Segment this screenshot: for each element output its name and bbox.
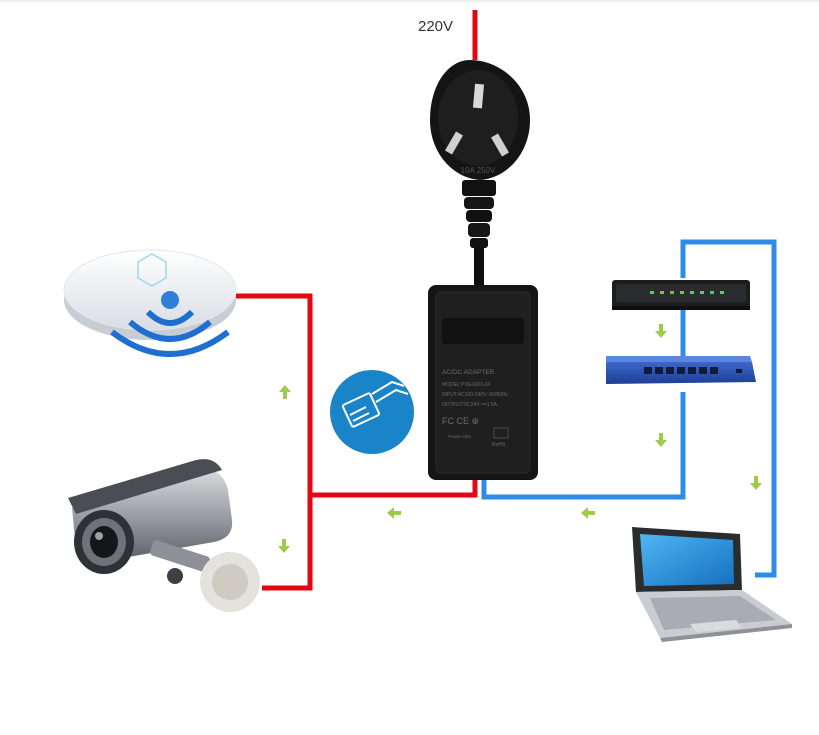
router-icon [612,280,750,310]
flow-arrow-down-icon [750,476,762,490]
flow-arrow-left-icon [581,507,595,519]
flow-arrow-down-icon [655,324,667,338]
network-switch-icon [606,356,756,384]
adapter-cert-marks: FC CE ⊕ [442,416,479,426]
top-border [0,0,819,2]
wireless-access-point-icon [63,249,237,357]
data-line-to-laptop [680,239,777,578]
adapter-rohs: RoHS [492,442,506,448]
adapter-output-spec: OUTPUT:DC24V ==1.5A [442,402,498,408]
adapter-input-spec: INPUT:AC100-240V~50/60Hz [442,392,509,398]
flow-arrow-down-icon [655,433,667,447]
flow-arrow-down-icon [278,539,290,553]
laptop-icon [632,527,792,642]
ethernet-connector-icon [330,370,414,454]
security-camera-icon [68,459,260,612]
adapter-model: MODEL:POE1603-24 [442,382,490,388]
flow-arrow-up-icon [279,385,291,399]
poe-adapter: AC/DC ADAPTER MODEL:POE1603-24 INPUT:AC1… [428,285,538,480]
data-line-from-switch [481,392,686,500]
adapter-title: AC/DC ADAPTER [442,369,495,376]
poe-line-to-camera [262,495,313,591]
adapter-power-led: Power LED [448,434,472,439]
flow-arrow-left-icon [387,507,401,519]
power-plug-icon: 10A 250V [430,60,530,286]
supply-voltage-label: 220V [418,18,454,35]
svg-text:10A 250V: 10A 250V [461,166,496,175]
